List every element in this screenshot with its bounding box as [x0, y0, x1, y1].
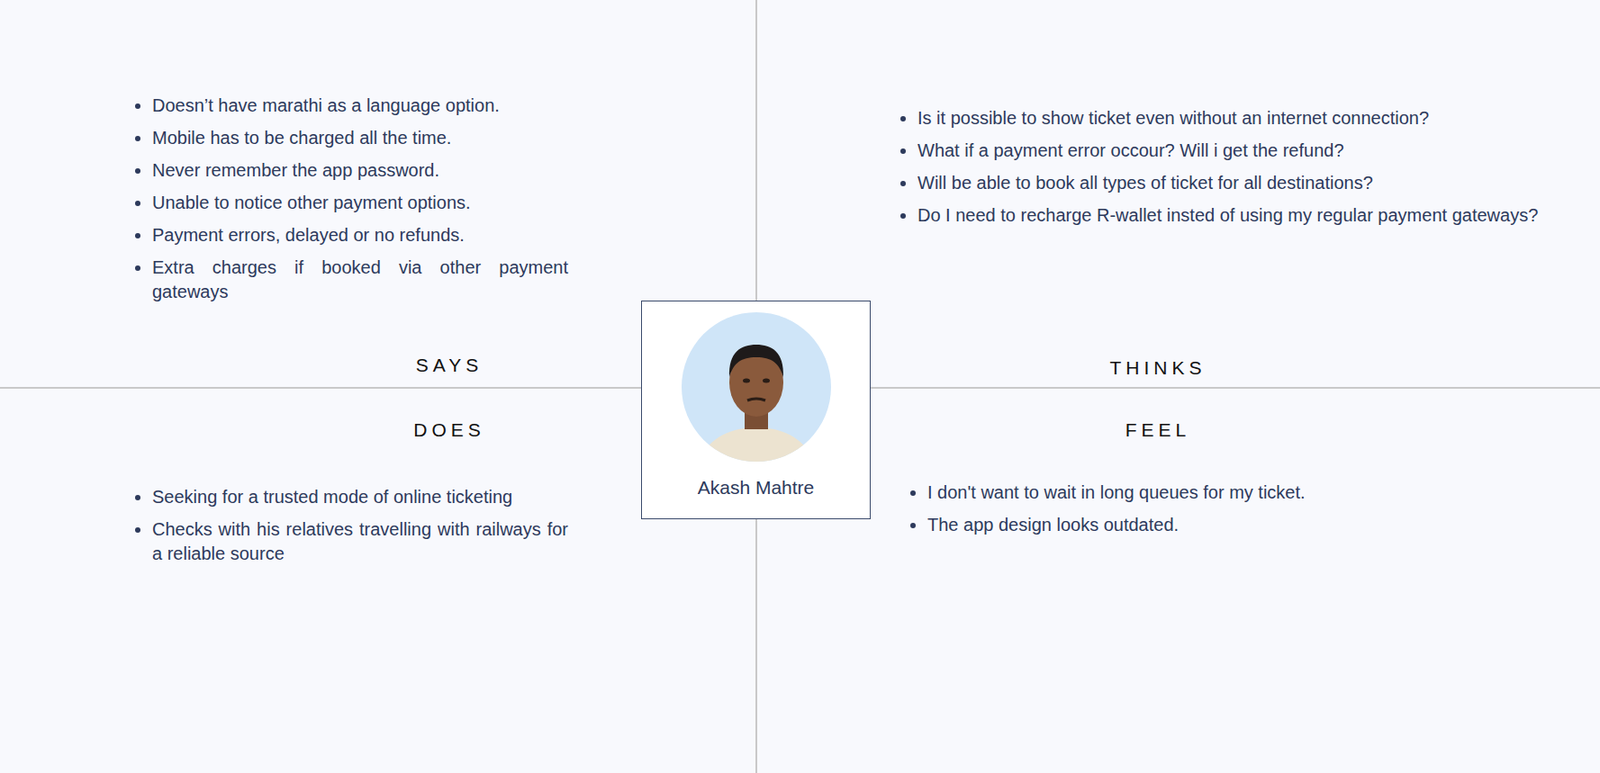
bullet-item: Doesn’t have marathi as a language optio…: [152, 93, 569, 118]
persona-box: Akash Mahtre: [641, 300, 871, 520]
bullet-item: What if a payment error occour? Will i g…: [917, 138, 1548, 163]
bullet-list: Doesn’t have marathi as a language optio…: [134, 93, 569, 313]
bullet-item: Will be able to book all types of ticket…: [917, 171, 1548, 196]
quadrant-heading: FEEL: [1125, 419, 1192, 442]
bullet-item: Do I need to recharge R-wallet insted of…: [917, 203, 1548, 228]
bullet-list: Is it possible to show ticket even witho…: [899, 106, 1548, 236]
bullet-list: Seeking for a trusted mode of online tic…: [134, 485, 569, 575]
quadrant-region: THINKS Is it possible to show ticket even…: [756, 0, 1600, 389]
persona-photo: [681, 312, 832, 462]
persona-name: Akash Mahtre: [641, 477, 870, 499]
bullet-item: Payment errors, delayed or no refunds.: [152, 223, 569, 248]
bullet-list: I don't want to wait in long queues for …: [909, 480, 1468, 546]
bullet-item: Seeking for a trusted mode of online tic…: [152, 485, 569, 510]
bullet-item: I don't want to wait in long queues for …: [927, 480, 1468, 506]
bullet-item: Never remember the app password.: [152, 158, 569, 183]
quadrant-region: FEEL I don't want to wait in long queues …: [756, 388, 1600, 773]
bullet-item: The app design looks outdated.: [927, 513, 1468, 538]
bullet-item: Unable to notice other payment options.: [152, 190, 569, 216]
bullet-item: Is it possible to show ticket even witho…: [917, 106, 1548, 131]
quadrant-heading: DOES: [413, 419, 486, 442]
bullet-item: Checks with his relatives travelling wit…: [152, 517, 569, 567]
bullet-item: Extra charges if booked via other paymen…: [152, 255, 569, 305]
bullet-item: Mobile has to be charged all the time.: [152, 126, 569, 151]
quadrant-heading: THINKS: [1109, 357, 1206, 380]
quadrant-heading: SAYS: [415, 354, 483, 377]
